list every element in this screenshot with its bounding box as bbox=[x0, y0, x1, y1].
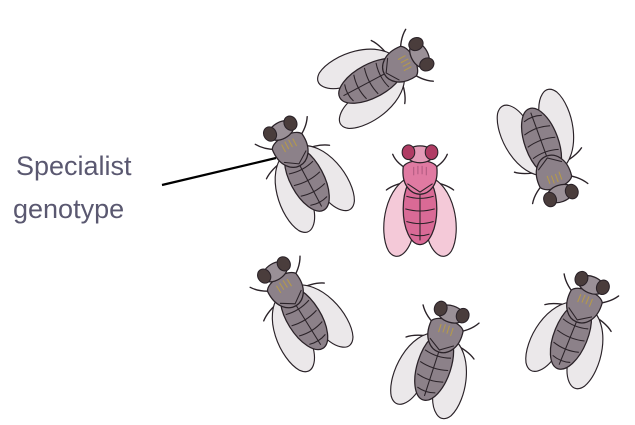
fly-bottom-center bbox=[385, 294, 488, 422]
specialist-label-line-1: Specialist bbox=[16, 150, 132, 182]
fly-top bbox=[312, 19, 444, 135]
fly-right bbox=[491, 85, 597, 215]
fly-specialist-pink bbox=[384, 145, 456, 256]
specialist-label-line-2: genotype bbox=[13, 193, 124, 225]
label-pointer-line bbox=[162, 158, 276, 185]
fly-lower-left bbox=[239, 245, 360, 378]
fly-bottom-right bbox=[520, 263, 629, 394]
